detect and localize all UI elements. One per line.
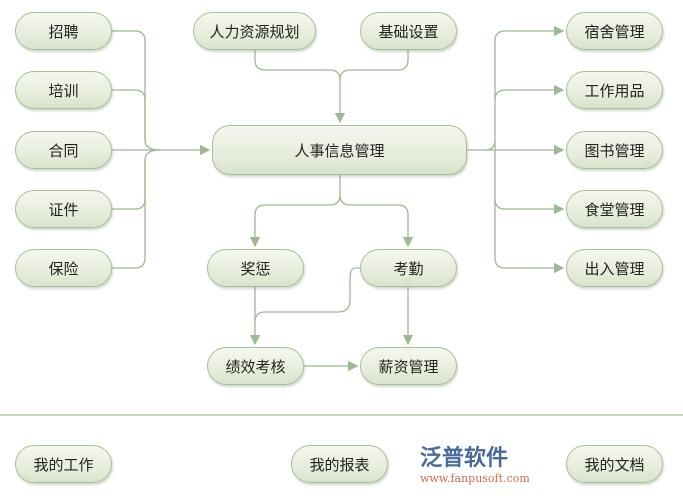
node-work-supplies[interactable]: 工作用品 [566, 71, 663, 109]
node-training[interactable]: 培训 [15, 71, 112, 109]
my-work-button[interactable]: 我的工作 [15, 445, 112, 483]
node-basic-settings[interactable]: 基础设置 [360, 12, 457, 50]
my-documents-button[interactable]: 我的文档 [566, 445, 663, 483]
node-contract[interactable]: 合同 [15, 131, 112, 169]
node-dormitory[interactable]: 宿舍管理 [566, 12, 663, 50]
node-salary[interactable]: 薪资管理 [360, 347, 457, 385]
node-insurance[interactable]: 保险 [15, 249, 112, 287]
node-hr-info-management[interactable]: 人事信息管理 [212, 125, 467, 175]
node-library[interactable]: 图书管理 [566, 131, 663, 169]
node-certificate[interactable]: 证件 [15, 190, 112, 228]
node-reward[interactable]: 奖惩 [207, 249, 304, 287]
node-performance[interactable]: 绩效考核 [207, 347, 304, 385]
node-canteen[interactable]: 食堂管理 [566, 190, 663, 228]
node-access[interactable]: 出入管理 [566, 249, 663, 287]
node-hr-planning[interactable]: 人力资源规划 [193, 12, 316, 50]
node-attendance[interactable]: 考勤 [360, 249, 457, 287]
my-reports-button[interactable]: 我的报表 [291, 445, 388, 483]
divider [0, 414, 683, 416]
node-recruitment[interactable]: 招聘 [15, 12, 112, 50]
